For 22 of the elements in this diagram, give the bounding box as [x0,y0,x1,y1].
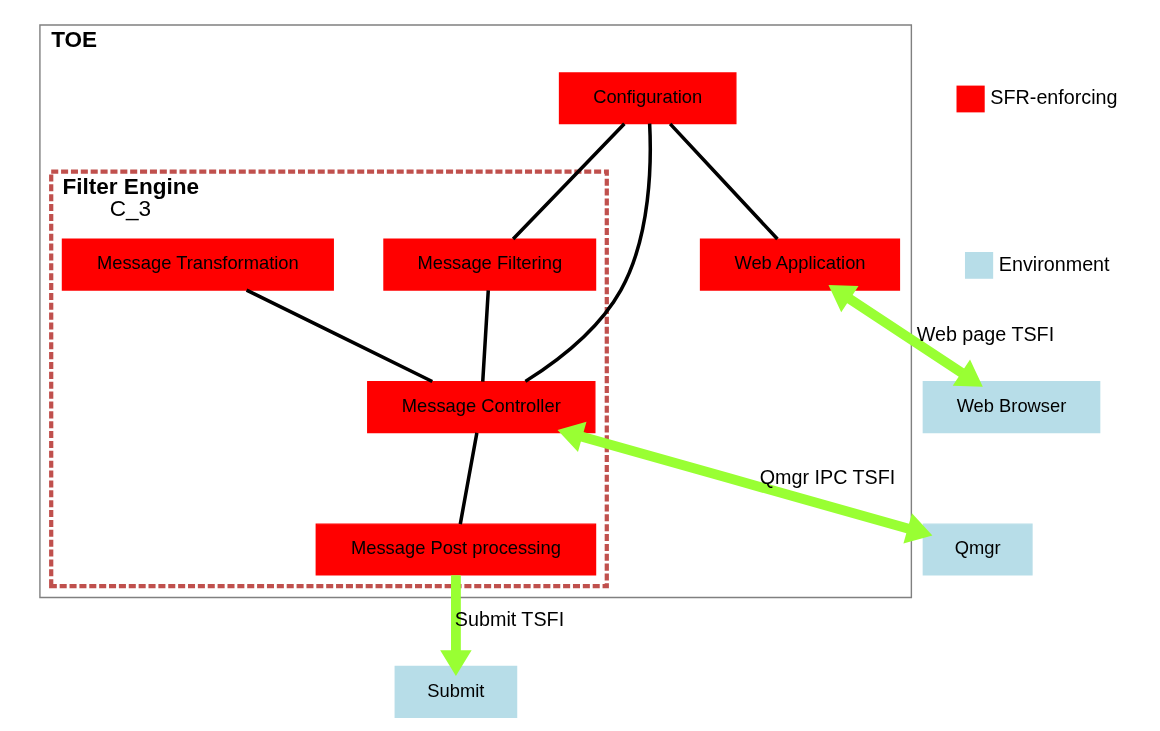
node-box: Message Filtering [383,238,597,291]
connector [511,122,626,241]
arrow [557,421,933,544]
connector [524,123,652,383]
connector [668,122,779,241]
legend-label: Environment [998,252,1110,275]
node-box: Web Browser [922,381,1101,434]
node-box: Configuration [558,72,737,125]
connector [480,290,491,382]
connector [458,432,479,525]
connector [245,288,434,384]
edge-label: Web page TSFI [916,323,1055,346]
node-box: Submit [394,665,518,719]
legend-label: SFR-enforcing [990,86,1118,109]
node-box: Message Post processing [315,523,597,576]
node-box: Qmgr [922,523,1033,576]
node-box: Web Application [699,238,901,291]
edge-label: Qmgr IPC TSFI [759,465,896,488]
arrow [828,284,983,387]
node-box: Message Transformation [61,238,334,291]
node-box: Message Controller [367,381,596,434]
arrow [440,575,472,676]
